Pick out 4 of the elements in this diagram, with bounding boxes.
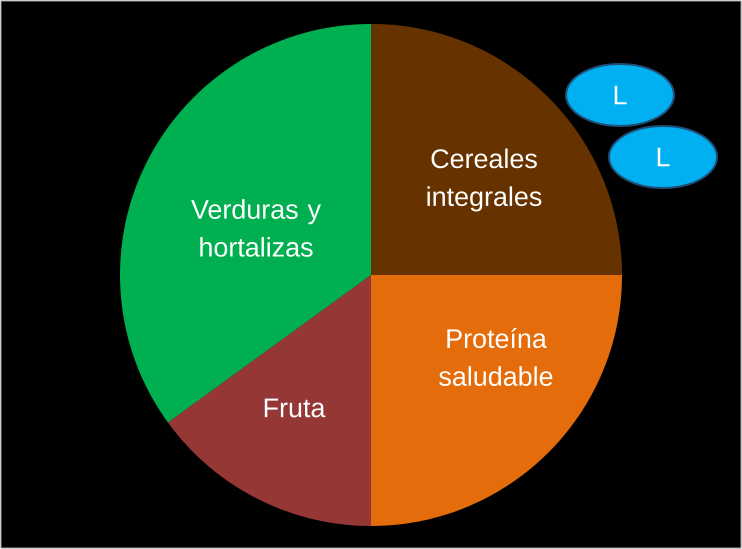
oval-badge: L bbox=[608, 124, 718, 189]
pie-slice: Proteína saludable bbox=[371, 274, 622, 526]
pie-slice: Fruta bbox=[168, 274, 371, 526]
oval-badge: L bbox=[565, 63, 675, 127]
